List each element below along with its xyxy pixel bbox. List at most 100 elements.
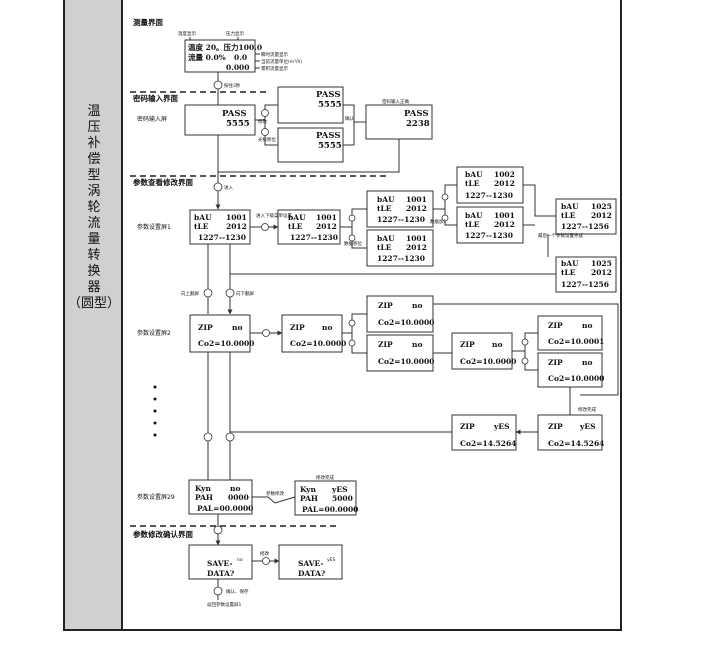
- link-p29-1-2: [252, 496, 296, 504]
- svg-text:ZIP: ZIP: [548, 321, 563, 330]
- up-button-icon[interactable]: [203, 288, 213, 298]
- svg-text:yES: yES: [579, 422, 596, 431]
- svg-text:2012: 2012: [494, 179, 515, 188]
- p1b-shift-button-icon[interactable]: [441, 193, 449, 201]
- svg-text:ZIP: ZIP: [548, 422, 563, 431]
- svg-text:Co2=14.5264: Co2=14.5264: [548, 439, 604, 448]
- svg-text:5000: 5000: [332, 494, 353, 503]
- digit-note: 修改: [258, 118, 267, 125]
- p1-enter-button-icon[interactable]: [261, 223, 269, 231]
- svg-text:no: no: [582, 358, 592, 367]
- svg-text:SAVE-: SAVE-: [298, 559, 323, 568]
- pass-box-3-title: PASS: [316, 131, 340, 141]
- svg-text:2012: 2012: [406, 204, 427, 213]
- svg-text:yES: yES: [331, 485, 348, 494]
- p29-enter-button-icon[interactable]: [213, 525, 223, 535]
- svg-text:2012: 2012: [406, 243, 427, 252]
- measure-row2b: 0.0: [234, 53, 247, 62]
- pass-box-2-val: 5555: [318, 100, 342, 110]
- p2b-shift-button-icon[interactable]: [521, 338, 529, 346]
- up-note: 向上翻屏: [181, 290, 199, 297]
- shift-button-icon[interactable]: [261, 128, 269, 136]
- pwd-correct-annotation: 密码输入正确: [382, 98, 409, 105]
- save-confirm-note: 确认、保存: [226, 588, 249, 595]
- svg-text:tLE: tLE: [194, 222, 209, 231]
- svg-text:2012: 2012: [316, 222, 337, 231]
- measure-screen: [184, 39, 256, 73]
- digit-button-icon[interactable]: [261, 109, 269, 117]
- link-p2-5-7: [524, 351, 538, 371]
- p2-shift-button-icon[interactable]: [348, 319, 356, 327]
- svg-text:1227--1230: 1227--1230: [198, 233, 246, 242]
- svg-text:Kyn: Kyn: [195, 484, 212, 493]
- password-screen-label: 密码输入屏: [137, 115, 167, 123]
- section-password: 密码输入界面: [133, 93, 178, 103]
- save-back-note: 返回参数设置屏1: [207, 601, 241, 608]
- save-mod-button-icon[interactable]: [262, 557, 270, 565]
- svg-text:PAH: PAH: [300, 494, 318, 503]
- svg-text:PAH: PAH: [195, 493, 213, 502]
- p1b-inc-button-icon[interactable]: [441, 214, 449, 222]
- total-annotation: 累积流量显示: [261, 65, 288, 72]
- measure-row2: 流量 0.0%: [188, 52, 226, 62]
- p2-inc-button-icon[interactable]: [348, 339, 356, 347]
- link-pass-return: [218, 139, 400, 173]
- svg-text:tLE: tLE: [465, 220, 480, 229]
- save-mod-note: 修改: [260, 550, 269, 557]
- svg-text:1025: 1025: [591, 202, 612, 211]
- svg-text:no: no: [322, 323, 332, 332]
- ellipsis-dot-5: [153, 433, 157, 437]
- down-button-icon[interactable]: [225, 288, 235, 298]
- svg-text:PAL=00.0000: PAL=00.0000: [197, 504, 253, 513]
- svg-text:1001: 1001: [406, 234, 427, 243]
- p2b-inc-button-icon[interactable]: [521, 357, 529, 365]
- svg-text:2012: 2012: [494, 220, 515, 229]
- down2-button-icon[interactable]: [225, 432, 235, 442]
- svg-text:tLE: tLE: [561, 211, 576, 220]
- svg-text:ZIP: ZIP: [290, 323, 305, 332]
- svg-text:1227--1230: 1227--1230: [465, 231, 513, 240]
- p2-enter-button-icon[interactable]: [262, 329, 270, 337]
- ellipsis-dot-3: [153, 409, 157, 413]
- svg-text:DATA?: DATA?: [298, 569, 326, 578]
- svg-text:no: no: [492, 340, 502, 349]
- svg-text:1001: 1001: [226, 213, 247, 222]
- svg-text:no: no: [237, 558, 243, 563]
- svg-text:tLE: tLE: [377, 204, 392, 213]
- svg-text:yES: yES: [493, 422, 510, 431]
- ellipsis-dot-1: [153, 385, 157, 389]
- set-button-icon[interactable]: [213, 80, 223, 90]
- p1-shift-button-icon[interactable]: [348, 214, 356, 222]
- svg-text:no: no: [412, 340, 422, 349]
- unit-annotation: 当前流量单位(m³/h): [261, 58, 302, 65]
- svg-text:ZIP: ZIP: [548, 358, 563, 367]
- param1-screen-label: 参数设置屏1: [137, 223, 171, 231]
- svg-text:ZIP: ZIP: [460, 340, 475, 349]
- side-panel: 温 压 补 偿 型 涡 轮 流 量 转 换 器 （圆型）: [65, 0, 123, 629]
- save-enter-button-icon[interactable]: [213, 586, 223, 596]
- svg-text:2012: 2012: [591, 211, 612, 220]
- svg-text:ZIP: ZIP: [198, 323, 213, 332]
- p1-inc-button-icon[interactable]: [348, 234, 356, 242]
- enter-button-icon[interactable]: [213, 182, 223, 192]
- svg-text:1025: 1025: [591, 259, 612, 268]
- measure-row3: 0.000: [226, 63, 250, 72]
- svg-text:2012: 2012: [226, 222, 247, 231]
- svg-text:1227--1256: 1227--1256: [561, 280, 609, 289]
- submenu-note: 进入下级菜单设置: [256, 212, 292, 219]
- svg-text:bAU: bAU: [561, 259, 579, 268]
- up2-button-icon[interactable]: [203, 432, 213, 442]
- svg-text:2012: 2012: [591, 268, 612, 277]
- svg-text:1001: 1001: [494, 211, 515, 220]
